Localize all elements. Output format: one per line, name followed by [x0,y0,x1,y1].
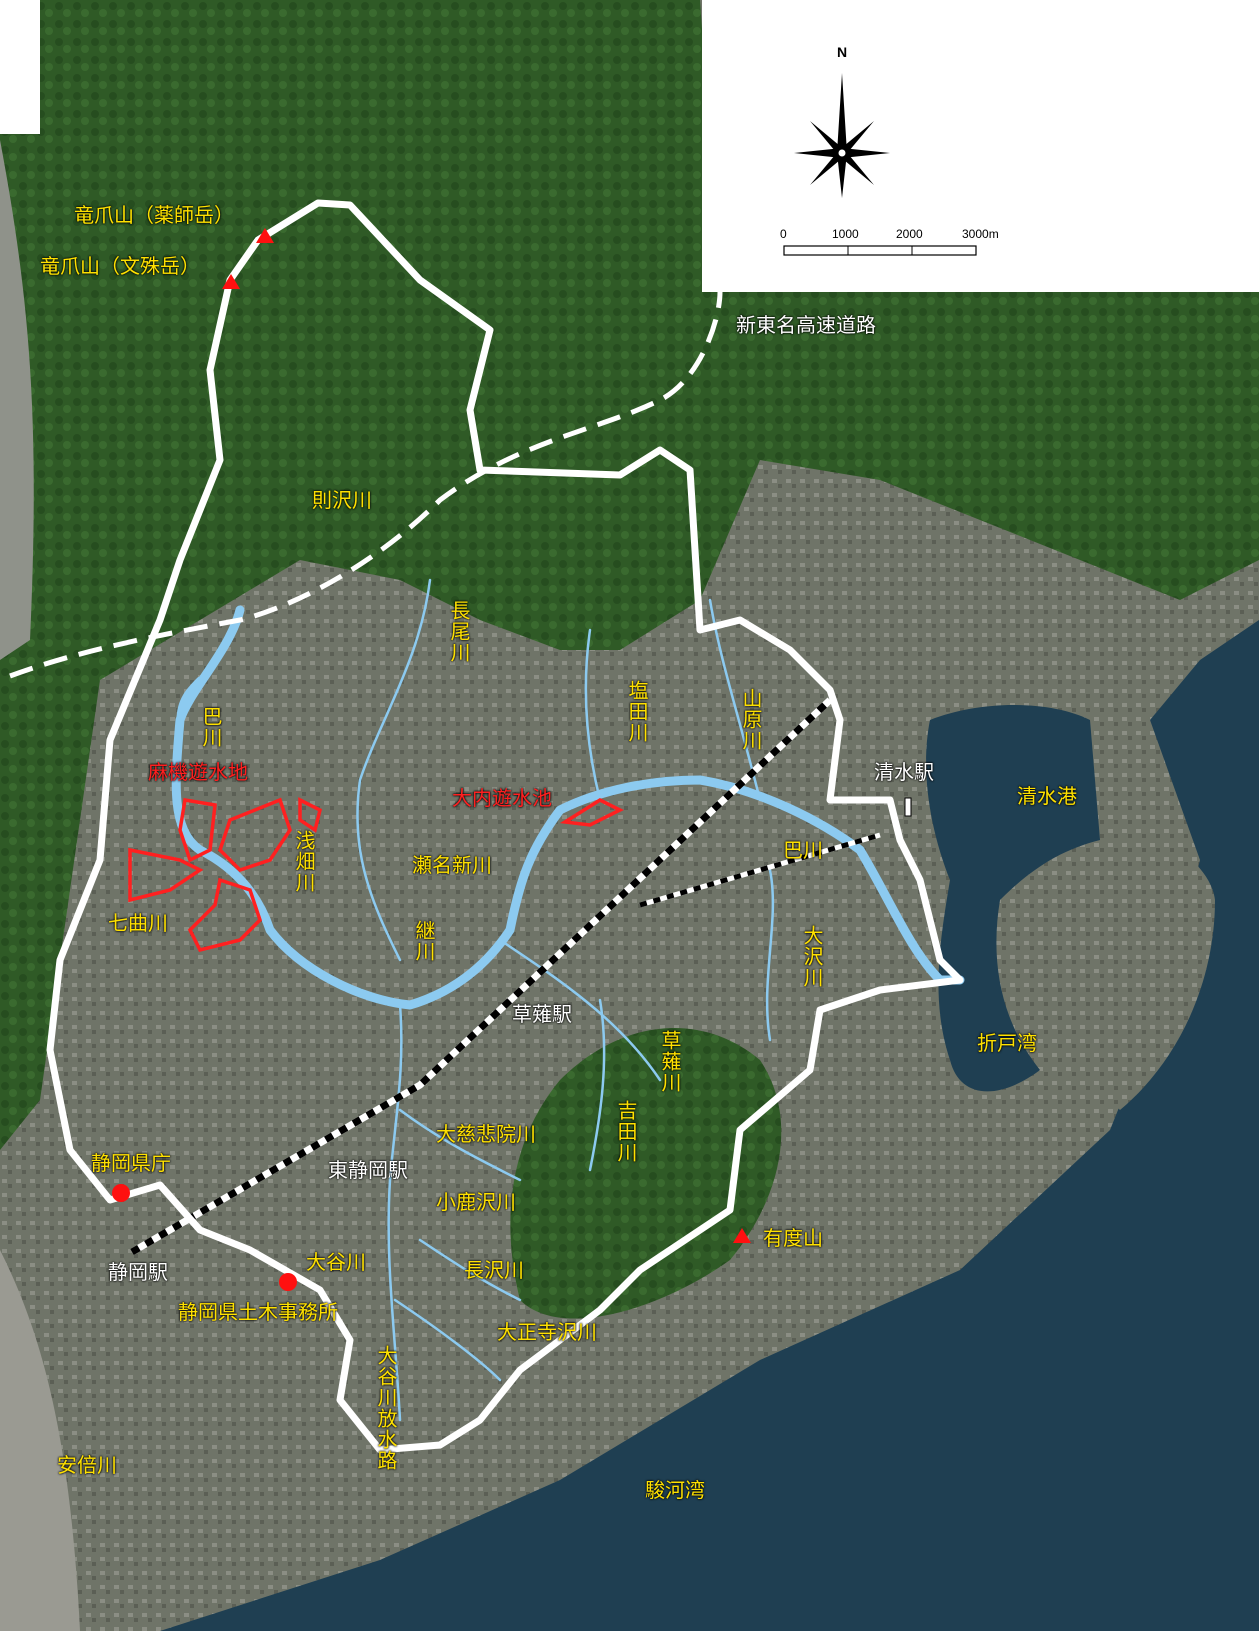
tomoe-river [171,605,965,1010]
compass-rose-icon [794,73,890,198]
shimizu-station-marker [904,797,912,817]
forest-udo [510,1027,782,1319]
shimizu-station-label: 清水駅 [874,760,934,784]
abe-riverbed-north [0,140,34,660]
abe-river-label: 安倍川 [57,1453,117,1477]
kojikazawa-river-label: 小鹿沢川 [436,1190,516,1214]
yamahara-river-label: 山原川 [739,688,763,751]
peak-yakushi-label: 竜爪山（薬師岳） [74,203,234,227]
taishoji-river-label: 大正寺沢川 [497,1320,597,1344]
doboku-office-marker [279,1273,297,1291]
osawa-river-label: 大沢川 [800,925,824,988]
scale-tick-0: 0 [780,227,787,241]
forest-north [0,0,1259,1150]
scale-tick-3000m: 3000m [962,227,999,241]
senamishin-river-label: 瀬名新川 [412,853,492,877]
scale-bar [783,245,977,256]
doboku-office-label: 静岡県土木事務所 [178,1300,338,1324]
abe-riverbed [0,1250,80,1631]
orido-bay-label: 折戸湾 [977,1031,1037,1055]
ouchi-reservoir-label: 大内遊水池 [452,786,552,810]
asahata-river-label: 浅畑川 [292,830,316,893]
oya-river-label: 大谷川 [306,1250,366,1274]
shizuoka-pref-office-label: 静岡県庁 [91,1151,171,1175]
kusanagi-river-label: 草薙川 [658,1030,682,1093]
tomoe-north-branch [176,676,204,724]
suruga-bay-label: 駿河湾 [645,1478,705,1502]
yoshida-river-label: 吉田川 [614,1100,638,1163]
asaba-reservoir-label: 麻機遊水地 [148,760,248,784]
harbor-water [926,705,1100,1092]
shimizu-port-label: 清水港 [1017,784,1077,808]
basin-boundary [46,199,964,1454]
oya-drain-label: 大谷川放水路 [374,1345,398,1471]
shioda-river-label: 塩田川 [625,680,649,743]
udozan-label: 有度山 [763,1226,823,1250]
norisawa-river-label: 則沢川 [312,488,372,512]
peak-yakushi-marker [256,228,274,243]
peak-monju-marker [222,274,240,289]
higashi-shizuoka-station-label: 東静岡駅 [328,1158,408,1182]
daijihiin-river-label: 大慈悲院川 [436,1122,536,1146]
north-label: N [837,44,848,60]
kusanagi-station-label: 草薙駅 [512,1002,572,1026]
nagao-river-label: 長尾川 [447,600,471,663]
legend-panel-left [0,0,40,134]
pref-office-marker [112,1184,130,1202]
shizuoka-station-label: 静岡駅 [108,1260,168,1284]
asaba-reservoir-shape [178,797,217,863]
miho-peninsula [1040,828,1215,1110]
tsugi-river-label: 継川 [412,920,436,962]
udozan-marker [733,1228,751,1243]
nagasawa-river-label: 長沢川 [464,1258,524,1282]
tomoe-river-label-west: 巴川 [199,706,223,748]
nanamagari-river-label: 七曲川 [108,911,168,935]
reservoir-outlines [128,797,624,953]
expressway-label: 新東名高速道路 [736,313,876,337]
peak-monju-label: 竜爪山（文殊岳） [40,254,200,278]
rivers [171,578,965,1422]
scale-tick-2000: 2000 [896,227,923,241]
tomoe-river-label-east: 巴川 [783,838,823,862]
railway-shizuoka-tetsudo [639,832,881,908]
legend-panel [702,0,1259,292]
scale-tick-1000: 1000 [832,227,859,241]
ouchi-reservoir-shape [559,797,624,827]
